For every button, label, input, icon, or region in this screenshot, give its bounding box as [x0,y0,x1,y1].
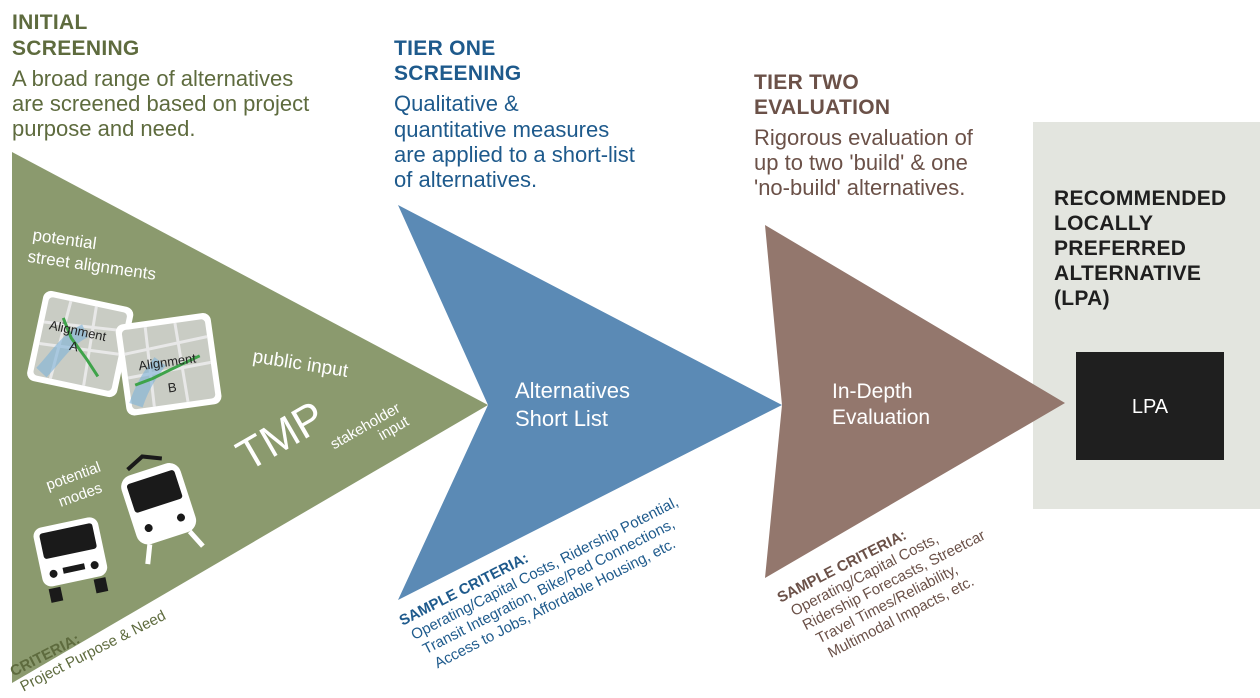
tier-two-description-line-1: Rigorous evaluation of [754,125,974,150]
initial-screening-triangle [12,152,488,683]
streetcar-icon [121,454,205,565]
bus-icon [33,517,109,603]
tier-two-center-line-1: In-Depth [832,380,913,403]
initial-heading-line-1: INITIAL [12,11,88,34]
tier-two-center-label: In-Depth Evaluation [832,380,930,429]
alignment-b-letter: B [167,379,178,395]
initial-heading-line-2: SCREENING [12,37,140,60]
tier-one-description-line-4: of alternatives. [394,167,537,192]
lpa-box [1076,352,1224,460]
tier-one-heading-line-1: TIER ONE [394,37,496,60]
initial-screening-heading: INITIAL SCREENING A broad range of alter… [12,11,309,141]
tier-two-center-line-2: Evaluation [832,406,930,429]
alignment-a-map: Alignment A [27,290,134,398]
tier-two-description-line-2: up to two 'build' & one [754,150,968,175]
tier-two-chevron [765,225,1065,578]
initial-description-line-1: A broad range of alternatives [12,66,293,91]
tier-one-chevron [398,205,782,600]
lpa-heading-line-4: ALTERNATIVE [1054,262,1201,285]
initial-description-line-3: purpose and need. [12,116,196,141]
tier-one-description-line-3: are applied to a short-list [394,142,635,167]
tier-one-description-line-1: Qualitative & [394,91,519,116]
tier-one-description-line-2: quantitative measures [394,117,609,142]
lpa-heading-line-1: RECOMMENDED [1054,187,1226,210]
lpa-heading-line-5: (LPA) [1054,287,1110,310]
lpa-heading: RECOMMENDED LOCALLY PREFERRED ALTERNATIV… [1054,187,1226,310]
tier-one-center-line-2: Short List [515,406,608,431]
lpa-heading-line-2: LOCALLY [1054,212,1153,235]
tier-two-heading: TIER TWO EVALUATION Rigorous evaluation … [754,71,974,200]
initial-description-line-2: are screened based on project [12,91,309,116]
alignment-a-letter: A [68,338,80,355]
tier-one-heading-line-2: SCREENING [394,62,522,85]
tier-one-heading: TIER ONE SCREENING Qualitative & quantit… [394,37,635,192]
tier-two-heading-line-1: TIER TWO [754,71,859,94]
tier-two-description-line-3: 'no-build' alternatives. [754,175,965,200]
tier-one-center-line-1: Alternatives [515,378,630,403]
lpa-heading-line-3: PREFERRED [1054,237,1186,260]
tier-one-center-label: Alternatives Short List [515,378,630,431]
tier-two-heading-line-2: EVALUATION [754,96,890,119]
lpa-box-label: LPA [1132,396,1169,418]
alignment-b-map: Alignment B [115,313,222,416]
